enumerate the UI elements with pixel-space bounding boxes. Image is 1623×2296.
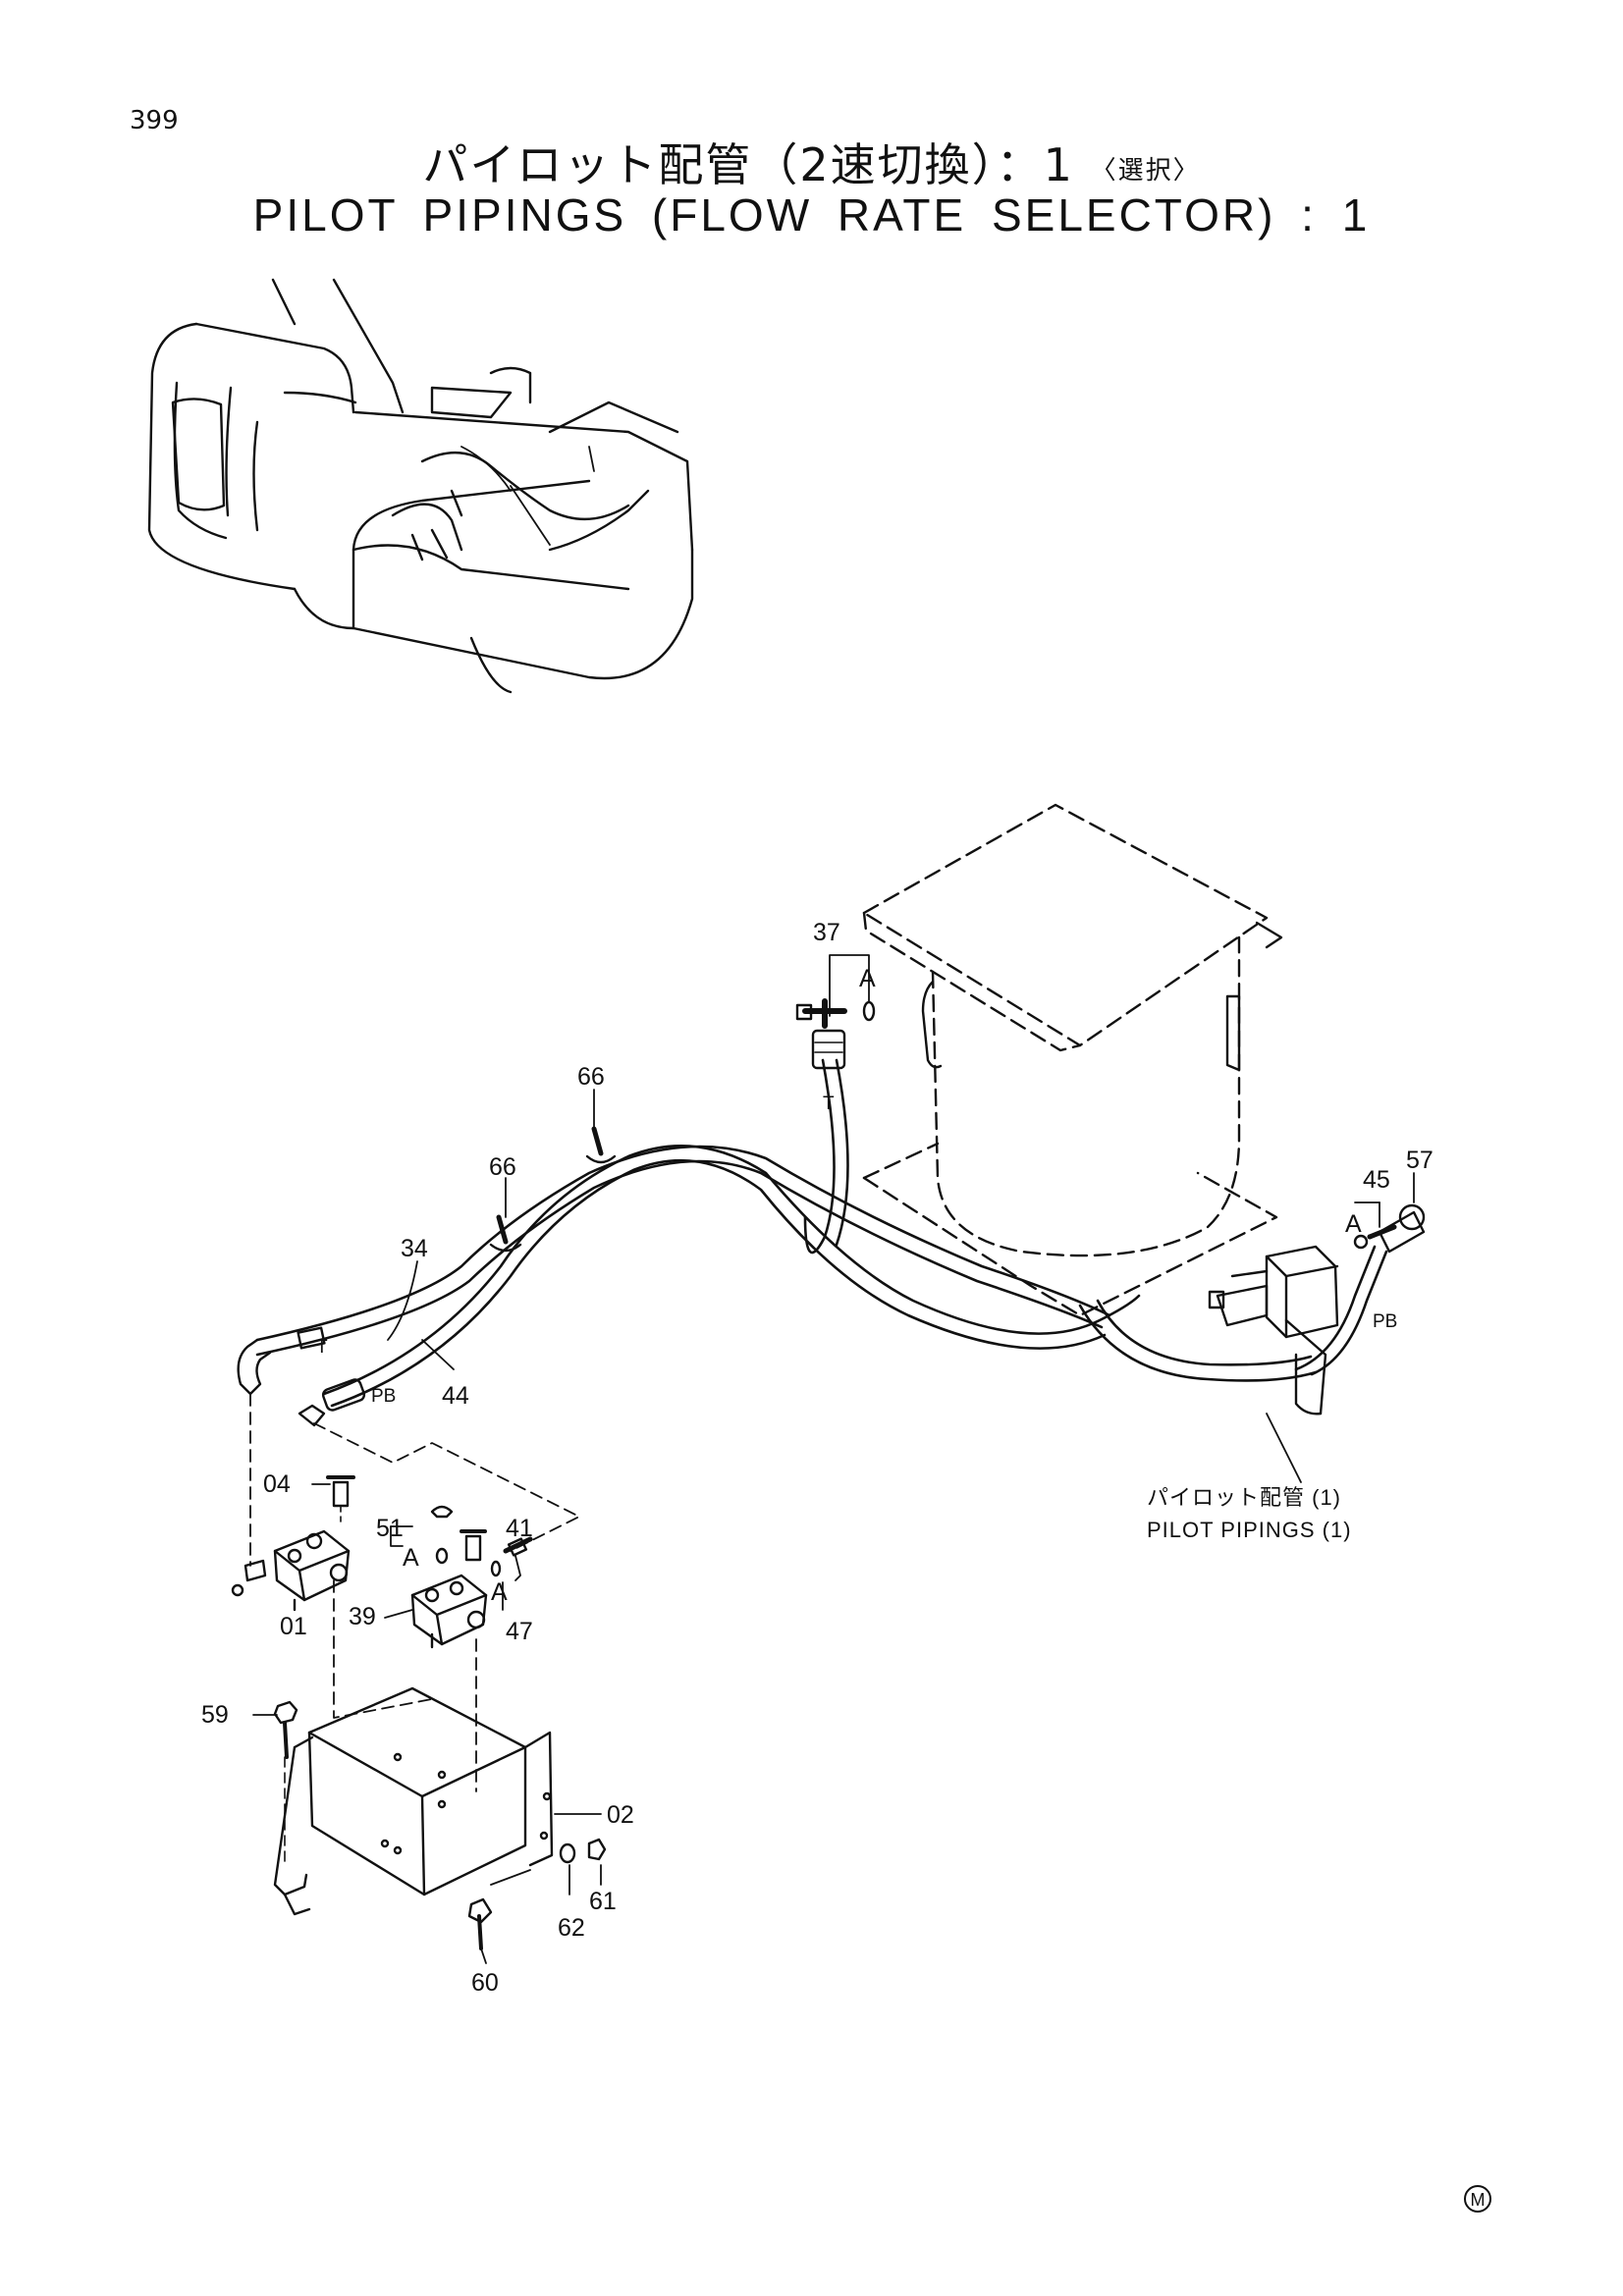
pilot-hoses xyxy=(255,1058,1388,1408)
callout-02: 02 xyxy=(607,1801,634,1829)
title-japanese: パイロット配管（2速切換）：1 〈選択〉 xyxy=(0,130,1623,194)
port-pb-valve: PB xyxy=(1373,1311,1397,1332)
fasteners xyxy=(273,1700,607,1950)
solenoid-valve xyxy=(1208,1224,1397,1415)
callout-44: 44 xyxy=(442,1382,469,1410)
port-pb-hose: PB xyxy=(371,1386,396,1407)
callout-47: 47 xyxy=(506,1618,533,1645)
leader-lines xyxy=(252,954,1415,1964)
callout-39: 39 xyxy=(349,1603,376,1630)
callout-01: 01 xyxy=(280,1613,307,1640)
part-callouts: 37 66 66 34 44 45 57 04 51 41 01 39 47 5… xyxy=(201,919,1434,1997)
port-t-tank: T xyxy=(823,1094,835,1114)
callout-37: 37 xyxy=(813,919,840,946)
hose-clamps-66 xyxy=(489,1126,617,1253)
detail-a-block-left: A xyxy=(403,1544,419,1572)
callout-62: 62 xyxy=(558,1914,585,1942)
detail-a-tank: A xyxy=(859,965,876,992)
port-t-hose: T xyxy=(316,1337,328,1358)
callout-51: 51 xyxy=(376,1515,404,1542)
detail-a-block-right: A xyxy=(491,1578,508,1606)
callout-61: 61 xyxy=(589,1888,617,1915)
callout-04: 04 xyxy=(263,1470,291,1498)
title-japanese-text: パイロット配管（2速切換）：1 xyxy=(422,138,1074,191)
m-mark-letter: M xyxy=(1471,2190,1486,2210)
valve-block-39 xyxy=(410,1505,533,1649)
title-english: PILOT PIPINGS (FLOW RATE SELECTOR) : 1 xyxy=(252,189,1371,240)
callout-57: 57 xyxy=(1406,1147,1434,1174)
port-symbols: A T T PB A PB A A xyxy=(316,965,1397,1606)
reference-note: パイロット配管 (1) PILOT PIPINGS (1) xyxy=(1147,1485,1352,1542)
excavator-overview xyxy=(147,278,694,694)
bracket-02 xyxy=(273,1686,554,1916)
valve-block-01 xyxy=(231,1475,355,1612)
hose-fittings xyxy=(237,1029,1426,1427)
m-mark: M xyxy=(1464,2185,1491,2213)
tee-fitting-37 xyxy=(795,998,876,1029)
callout-45: 45 xyxy=(1363,1166,1390,1194)
callout-66-lower: 66 xyxy=(489,1153,516,1181)
title-selection-note: 〈選択〉 xyxy=(1090,156,1201,186)
callout-60: 60 xyxy=(471,1969,499,1997)
callout-59: 59 xyxy=(201,1701,229,1729)
hydraulic-tank xyxy=(862,803,1283,1317)
connection-outline xyxy=(249,1393,580,1792)
page-number: 399 xyxy=(130,106,179,135)
callout-34: 34 xyxy=(401,1235,428,1262)
detail-a-valve: A xyxy=(1345,1210,1362,1238)
reference-note-ja: パイロット配管 (1) xyxy=(1147,1485,1341,1510)
reference-note-en: PILOT PIPINGS (1) xyxy=(1147,1518,1352,1542)
callout-66-upper: 66 xyxy=(577,1063,605,1091)
callout-41: 41 xyxy=(506,1515,533,1542)
